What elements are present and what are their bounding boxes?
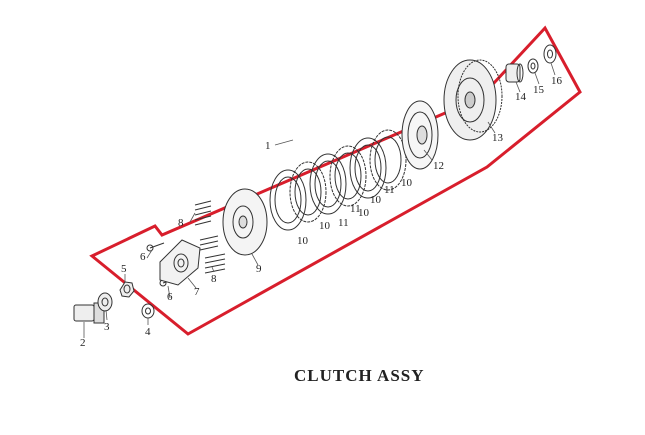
subassembly-outline	[89, 25, 582, 336]
part-label: 8	[211, 273, 217, 285]
part-label: 10	[370, 194, 382, 206]
part-14-bushing	[505, 63, 524, 83]
part-label: 11	[338, 217, 349, 229]
part-label: 11	[384, 184, 395, 196]
diagram-title: CLUTCH ASSY	[294, 366, 425, 385]
part-3-washer	[97, 292, 113, 312]
part-label: 13	[492, 132, 504, 144]
part-7-lifter-plate	[159, 239, 201, 286]
part-label: 3	[104, 321, 110, 333]
part-2-bolt	[73, 302, 105, 324]
part-label: 10	[319, 220, 331, 232]
part-label: 6	[167, 291, 173, 303]
leader-lines	[83, 62, 556, 338]
part-12-clutch-center	[401, 100, 439, 170]
part-label: 5	[121, 263, 127, 275]
part-label: 12	[433, 160, 444, 172]
part-16-washer	[543, 44, 557, 64]
part-4-washer	[141, 303, 155, 319]
part-label: 7	[194, 286, 200, 298]
part-13-clutch-housing	[443, 59, 503, 141]
part-8-springs	[194, 200, 226, 274]
part-label: 14	[515, 91, 527, 103]
part-label: 9	[256, 263, 262, 275]
part-15-washer	[527, 58, 539, 74]
part-label: 10	[358, 207, 370, 219]
part-label: 4	[145, 326, 151, 338]
part-label: 1	[265, 140, 271, 152]
part-label: 10	[297, 235, 309, 247]
part-5-nut	[119, 281, 135, 298]
part-labels: 1 2 3 4 5 6 6 7 8 8 9 10 10 11 10 11 10 …	[80, 75, 563, 349]
part-label: 16	[551, 75, 563, 87]
part-label: 8	[178, 217, 184, 229]
part-label: 2	[80, 337, 86, 349]
part-10-11-clutch-plates	[269, 129, 407, 231]
part-label: 11	[350, 203, 361, 215]
part-9-pressure-plate	[222, 188, 268, 256]
part-label: 10	[401, 177, 413, 189]
part-label: 15	[533, 84, 545, 96]
part-label: 6	[140, 251, 146, 263]
